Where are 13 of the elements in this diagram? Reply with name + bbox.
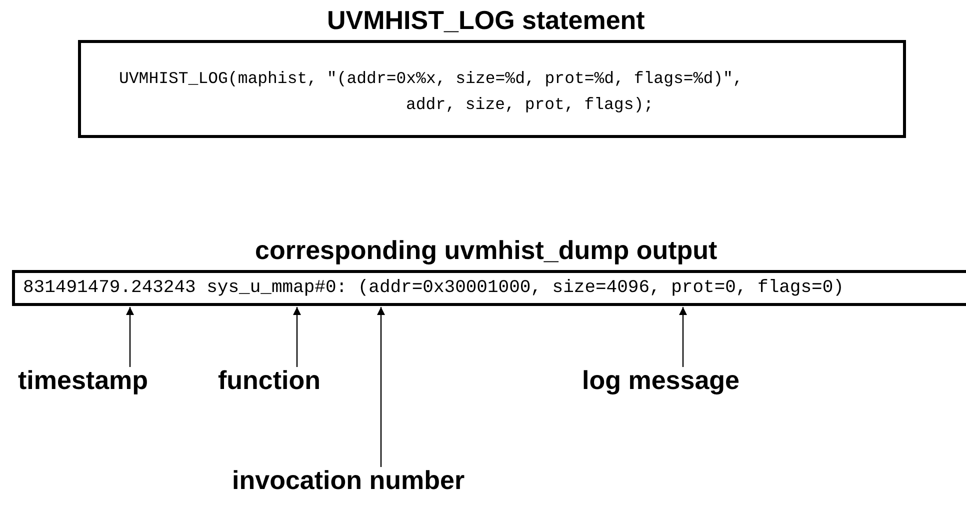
code-line: UVMHIST_LOG(maphist, "(addr=0x%x, size=%d, prot=%d, flags=%d)", [119, 69, 743, 88]
leader-arrow [377, 307, 385, 467]
callout-label: invocation number [232, 465, 465, 496]
callout-label: timestamp [18, 365, 148, 396]
callout-label: function [218, 365, 321, 396]
leader-arrow [126, 307, 134, 367]
callout-label: log message [582, 365, 740, 396]
leader-arrow [679, 307, 687, 367]
code-line: 831491479.243243 sys_u_mmap#0: (addr=0x30001000, size=4096, prot=0, flags=0) [23, 278, 844, 298]
box-heading: corresponding uvmhist_dump output [255, 235, 718, 266]
code-line: addr, size, prot, flags); [406, 95, 654, 114]
box-heading: UVMHIST_LOG statement [327, 5, 645, 36]
leader-arrow [293, 307, 301, 367]
